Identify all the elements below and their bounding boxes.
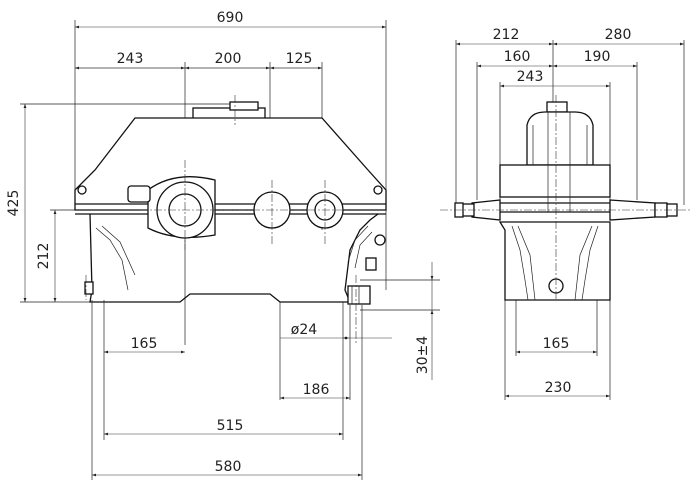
drain-plug [365,257,377,271]
dim-base-width: 230 [545,380,572,396]
dim-segment-1: 243 [117,51,144,67]
dim-segment-2: 200 [215,51,242,67]
lifting-lug-left [77,185,87,195]
side-top-housing [526,111,594,166]
housing-outline [74,117,387,211]
dim-total-height: 425 [6,190,22,217]
oil-gauge [374,234,386,246]
side-breather [546,101,568,113]
dim-left-shaft: 212 [493,27,520,43]
lifting-lug-right [373,185,383,195]
dim-inner-left: 160 [504,49,531,65]
dim-right-shaft: 280 [605,27,632,43]
front-view: 690 243 200 125 425 212 165 ø24 186 515 … [6,10,440,480]
dim-foot-hole-spacing: 186 [303,382,330,398]
side-main-body [499,164,611,198]
dim-base-length: 580 [215,459,242,475]
side-lower-body [498,221,611,301]
breather-cap [229,101,259,111]
dim-side-foot-spacing: 165 [543,336,570,352]
lower-casing [89,213,379,303]
dim-foot-hole-offset: 165 [131,336,158,352]
dim-center-height: 212 [36,243,52,270]
dim-segment-3: 125 [286,51,313,67]
dim-inner-right: 190 [584,49,611,65]
dim-base-thickness: 30±4 [415,336,431,375]
shaft-stub [127,185,151,203]
foot-bolt-left [84,281,94,295]
dim-overall-length: 690 [217,10,244,26]
dim-bolt-diameter: ø24 [291,322,317,338]
dim-foot-span: 515 [217,418,244,434]
dim-housing-width: 243 [517,69,544,85]
side-view: 212 280 160 190 243 165 230 [440,27,690,400]
